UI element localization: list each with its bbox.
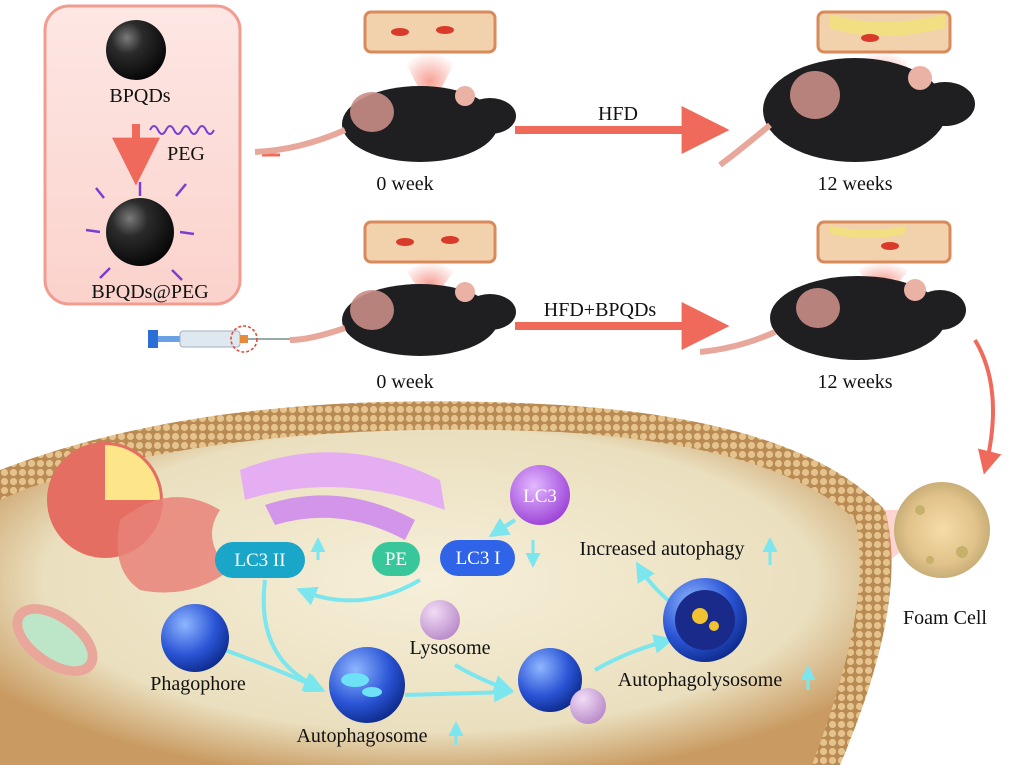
pe-label: PE xyxy=(385,549,407,570)
mouse-treated-start xyxy=(289,220,516,356)
lc3-node xyxy=(510,465,570,525)
phagophore-icon xyxy=(161,604,229,672)
foam-cell-label: Foam Cell xyxy=(903,607,987,629)
lc3-i-node xyxy=(440,540,515,576)
nanoparticle-panel: BPQDs PEG BPQDs@PEG xyxy=(43,4,242,306)
er-icon xyxy=(117,497,230,593)
syringe-icon xyxy=(148,325,290,353)
treated-diet-label: HFD+BPQDs xyxy=(544,299,657,321)
lc3-ii-node xyxy=(215,542,305,578)
bpqds-peg-label: BPQDs@PEG xyxy=(91,281,208,303)
lc3-i-label: LC3 I xyxy=(456,548,501,569)
control-diet-label: HFD xyxy=(598,103,638,125)
lysosome-label: Lysosome xyxy=(409,637,490,659)
treated-start-label: 0 week xyxy=(376,371,433,393)
cell-illustration xyxy=(0,401,892,765)
peg-label: PEG xyxy=(167,143,205,165)
mitochondrion-icon xyxy=(12,604,98,676)
treated-end-label: 12 weeks xyxy=(818,371,893,393)
foam-cell-icon xyxy=(885,482,990,578)
golgi-icon xyxy=(240,452,445,540)
control-start-label: 0 week xyxy=(376,173,433,195)
autophagosome-label: Autophagosome xyxy=(296,725,427,747)
pe-node xyxy=(372,542,420,576)
autophagolysosome-icon xyxy=(663,578,747,662)
to-foam-cell-arrow xyxy=(973,338,1002,475)
bpqds-label: BPQDs xyxy=(109,85,170,107)
lc3-label: LC3 xyxy=(523,486,557,507)
regulation-arrows xyxy=(310,537,816,745)
autophagolysosome-label: Autophagolysosome xyxy=(618,669,783,691)
lc3-ii-label: LC3 II xyxy=(234,550,285,571)
mouse-treated-end xyxy=(699,220,966,360)
control-end-label: 12 weeks xyxy=(818,173,893,195)
bpqds-sphere-icon xyxy=(106,20,166,80)
increased-autophagy-label: Increased autophagy xyxy=(580,538,745,560)
autophagosome-icon xyxy=(329,647,405,723)
peg-chain-icon xyxy=(149,125,215,135)
lysosome-icon xyxy=(420,600,460,640)
mouse-control-end xyxy=(718,10,975,168)
phagophore-label: Phagophore xyxy=(150,673,246,695)
peg-coated-particle-icon xyxy=(85,182,195,281)
fusion-vesicle-icon xyxy=(518,648,606,724)
autophagy-pathway-arrows xyxy=(224,517,674,703)
mouse-control-start xyxy=(254,10,516,162)
